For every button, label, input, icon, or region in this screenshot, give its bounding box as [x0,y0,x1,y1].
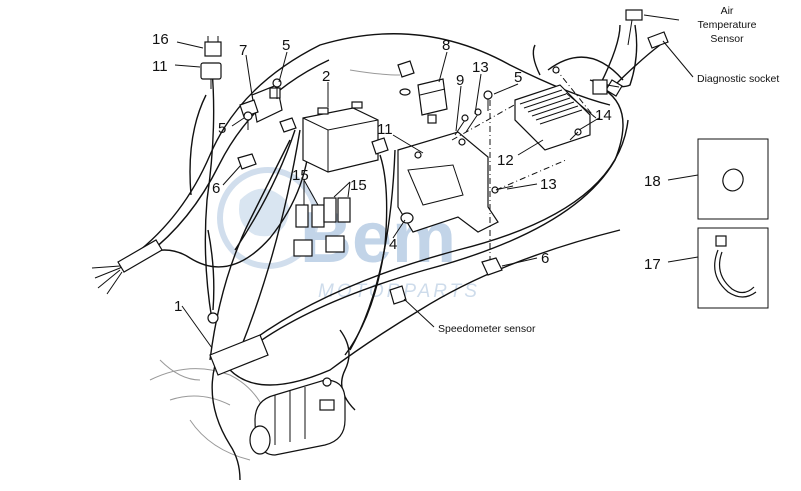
relay-holder-11 [200,62,222,89]
callout-13-bottom: 13 [540,176,557,193]
callout-11-relay: 11 [152,58,168,75]
watermark-globe-land [239,188,289,237]
terminal-boots [279,117,389,155]
ignition-coil-8 [417,78,448,124]
callout-15-right: 15 [350,177,367,194]
cable-to-coil [349,60,415,96]
screw-5c [483,90,493,111]
callout-5-right: 5 [514,69,522,86]
text-labels: Air Temperature Sensor Diagnostic socket… [438,5,779,335]
starter-motor [249,377,346,456]
leader-lines [174,14,699,349]
callout-7: 7 [239,42,247,59]
label-air-temp-line2: Temperature [698,19,757,31]
harness-sleeves [117,79,623,376]
ground-cable [207,229,219,324]
bracket-7 [239,84,283,123]
air-temp-sensor-connector [625,9,643,46]
callout-8: 8 [442,37,450,54]
inset-17 [697,227,769,309]
cable-clip-6b [481,257,503,276]
callout-17: 17 [644,256,661,273]
callout-5-top: 5 [282,37,290,54]
callout-18: 18 [644,173,661,190]
callout-2: 2 [322,68,330,85]
label-diagnostic-socket: Diagnostic socket [697,73,779,85]
relay-16 [204,36,222,57]
speedometer-sensor-part [389,285,407,305]
callout-12: 12 [497,152,514,169]
callout-13-top: 13 [472,59,489,76]
callout-6-right: 6 [541,250,549,267]
callout-numbers: 16 11 7 5 5 6 2 8 9 13 5 11 12 14 13 4 6… [152,31,661,315]
inset-18 [697,138,769,220]
callout-6-left: 6 [212,180,220,197]
screw-5a [243,111,253,130]
screw-14 [552,66,582,141]
diagnostic-socket-connector [647,31,669,49]
battery [302,101,379,173]
label-air-temp-line3: Sensor [710,33,744,45]
callout-9: 9 [456,72,464,89]
callout-16: 16 [152,31,169,48]
screw-13b [491,185,514,194]
cable-clip-6a [237,153,257,170]
callout-1: 1 [174,298,182,315]
callout-5-left: 5 [218,120,226,137]
callout-14: 14 [595,107,612,124]
callout-4: 4 [389,236,397,253]
rubber-mount-4 [400,212,414,224]
label-air-temp-line1: Air [721,5,734,17]
loose-wire-ends [91,265,123,295]
callout-11-plate: 11 [377,121,393,138]
callout-15-left: 15 [292,167,309,184]
ecu-12 [514,84,591,151]
label-speedometer-sensor: Speedometer sensor [438,323,536,335]
connector-14 [592,79,620,95]
screw-13a [465,108,482,133]
assembly-lines [451,67,596,260]
screw-9 [454,114,469,136]
